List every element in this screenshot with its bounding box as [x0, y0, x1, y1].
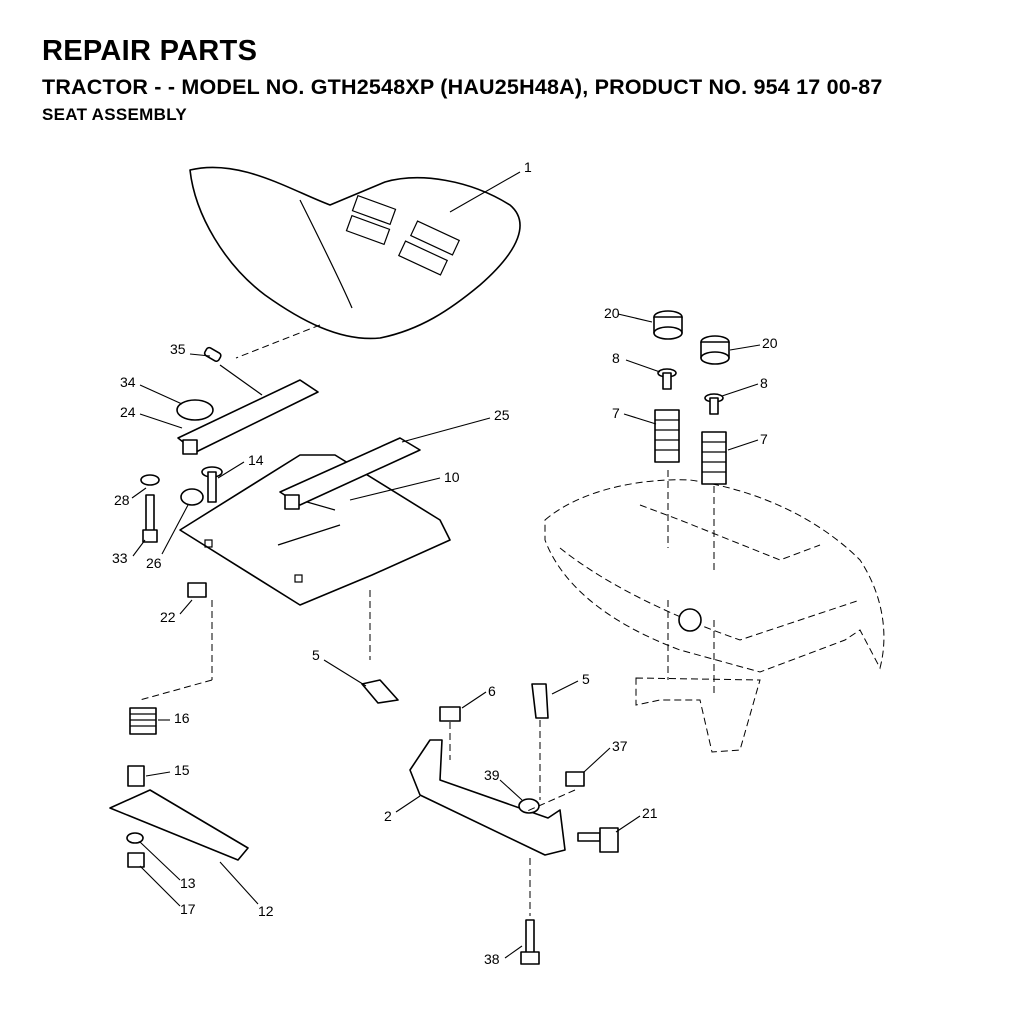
- callout-13: 13: [180, 875, 196, 891]
- callout-20-right: 20: [762, 335, 778, 351]
- callout-22: 22: [160, 609, 176, 625]
- callout-25: 25: [494, 407, 510, 423]
- spring-7-right-part: [701, 431, 727, 485]
- callout-8-left: 8: [612, 350, 620, 366]
- plate-12-part: [109, 789, 249, 861]
- callout-5-right: 5: [582, 671, 590, 687]
- callout-6: 6: [488, 683, 496, 699]
- nut-22-part: [187, 582, 207, 598]
- callout-14: 14: [248, 452, 264, 468]
- callout-12: 12: [258, 903, 274, 919]
- cup-washer-part: [176, 399, 214, 421]
- tractor-frame-outline: [544, 470, 885, 753]
- callout-26: 26: [146, 555, 162, 571]
- clip-left-part: [361, 679, 399, 704]
- washer-13-part: [126, 832, 144, 844]
- bumper-20-left-part: [653, 310, 683, 340]
- washer-26-part: [180, 488, 204, 506]
- bolt-8-left-part: [657, 368, 677, 390]
- callout-33: 33: [112, 550, 128, 566]
- callout-8-right: 8: [760, 375, 768, 391]
- page-title: REPAIR PARTS: [42, 35, 258, 67]
- leader-lines: [131, 171, 761, 959]
- callout-24: 24: [120, 404, 136, 420]
- callout-37: 37: [612, 738, 628, 754]
- bolt-33-part: [142, 494, 158, 543]
- lock-washer-28-part: [140, 474, 160, 486]
- callout-34: 34: [120, 374, 136, 390]
- callout-16: 16: [174, 710, 190, 726]
- callout-2: 2: [384, 808, 392, 824]
- seat-part: [189, 166, 521, 340]
- spacer-15-part: [127, 765, 145, 787]
- bumper-20-right-part: [700, 335, 730, 365]
- callout-10: 10: [444, 469, 460, 485]
- section-title: SEAT ASSEMBLY: [42, 105, 187, 124]
- callout-20-left: 20: [604, 305, 620, 321]
- callout-labels: 1 35 34 24 25 14 10 28 33 26 22 5 16 15 …: [112, 159, 778, 967]
- callout-39: 39: [484, 767, 500, 783]
- bolt-21-part: [577, 827, 619, 853]
- seat-rail-right-part: [279, 437, 421, 510]
- callout-21: 21: [642, 805, 658, 821]
- callout-7-right: 7: [760, 431, 768, 447]
- bolt-38-part: [520, 919, 540, 965]
- nut-6-part: [439, 706, 461, 722]
- spring-16-part: [129, 707, 157, 735]
- nut-37-part: [565, 771, 585, 787]
- model-subtitle: TRACTOR - - MODEL NO. GTH2548XP (HAU25H4…: [42, 75, 883, 99]
- callout-38: 38: [484, 951, 500, 967]
- bracket-2-part: [409, 739, 566, 856]
- callout-35: 35: [170, 341, 186, 357]
- page-header: REPAIR PARTS TRACTOR - - MODEL NO. GTH25…: [42, 34, 883, 126]
- spring-7-left-part: [654, 409, 680, 463]
- seat-rail-left-part: [177, 379, 319, 455]
- callout-15: 15: [174, 762, 190, 778]
- adjust-knob-part: [203, 346, 263, 396]
- bolt-14-part: [201, 466, 223, 503]
- callout-17: 17: [180, 901, 196, 917]
- bolt-8-right-part: [704, 393, 724, 415]
- callout-5-left: 5: [312, 647, 320, 663]
- nut-39-part: [518, 798, 540, 814]
- callout-7-left: 7: [612, 405, 620, 421]
- callout-28: 28: [114, 492, 130, 508]
- clip-right-part: [531, 683, 549, 719]
- callout-1: 1: [524, 159, 532, 175]
- nut-17-part: [127, 852, 145, 868]
